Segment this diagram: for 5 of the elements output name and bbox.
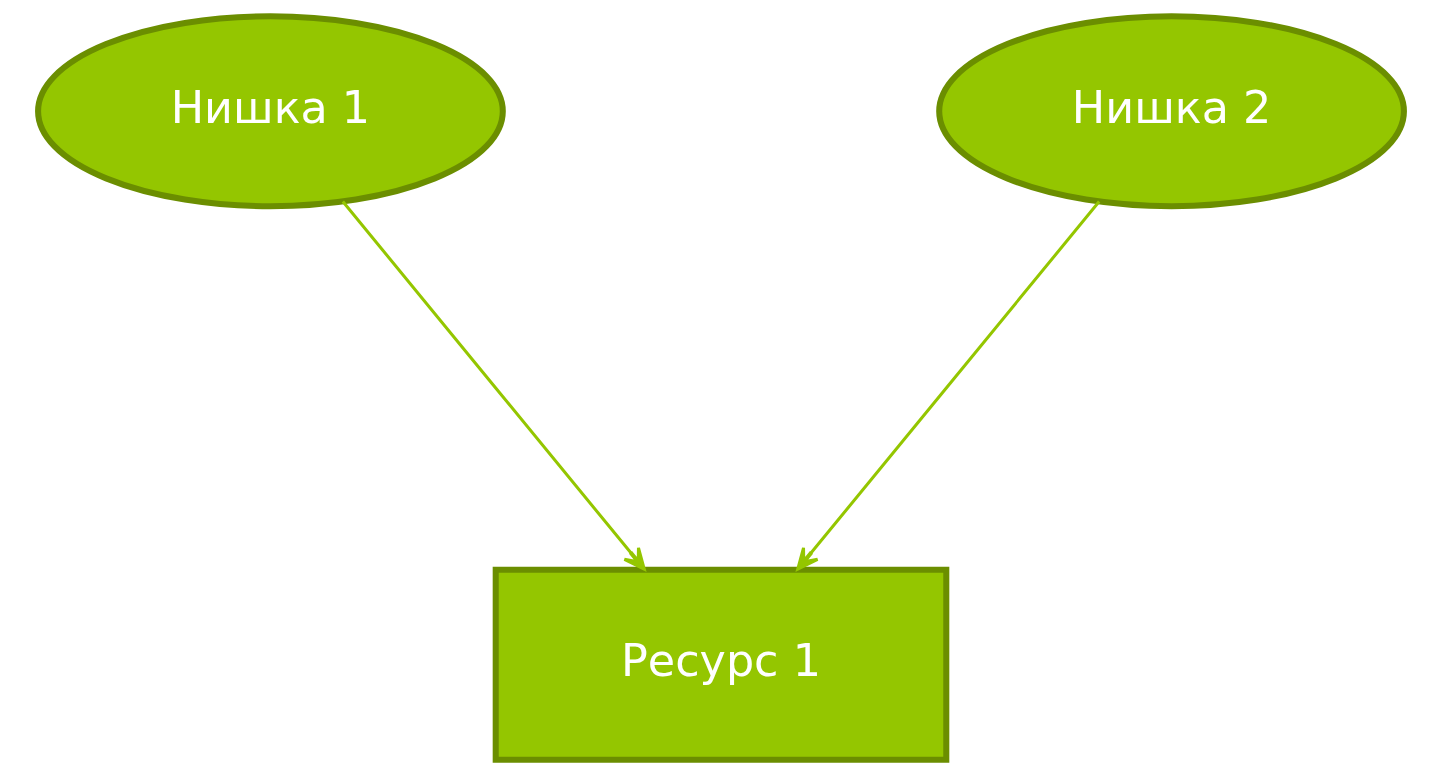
node-ellipse: Нишка 1 [34, 13, 506, 210]
node-box: Ресурс 1 [492, 566, 949, 763]
arrow [795, 200, 1100, 571]
node-ellipse: Нишка 2 [935, 13, 1407, 210]
arrow [341, 200, 646, 571]
